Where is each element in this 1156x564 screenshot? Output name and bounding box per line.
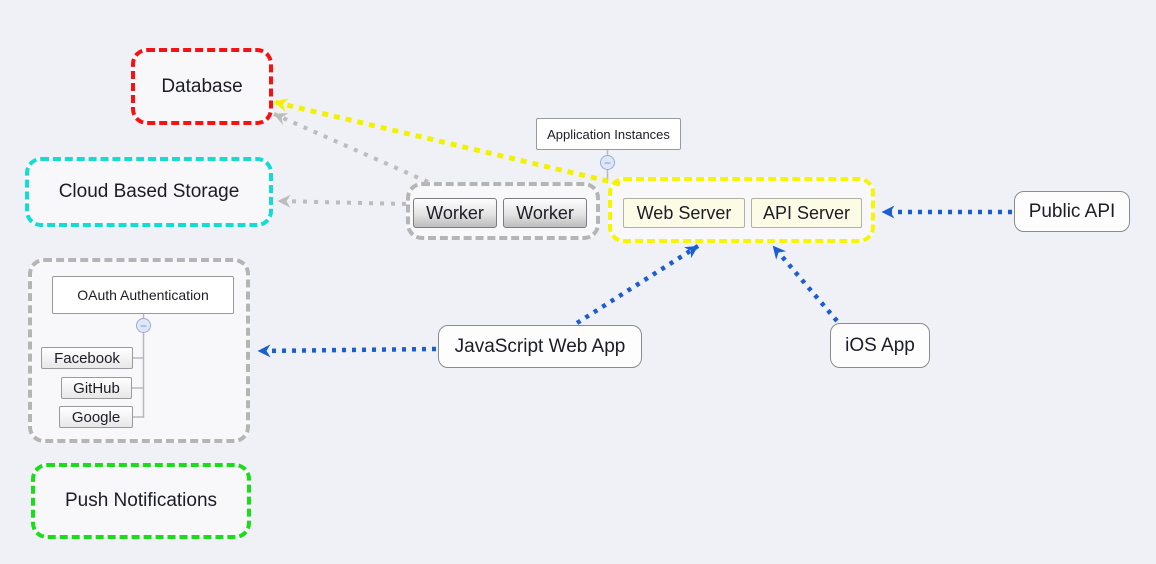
api-server-label: API Server — [762, 202, 851, 223]
oauth-authentication-label: OAuth Authentication — [77, 287, 209, 303]
database-node[interactable]: Database — [131, 48, 273, 125]
oauth-provider-google[interactable]: Google — [59, 406, 133, 428]
arrow-ios-app-to-api-server — [771, 244, 839, 323]
javascript-web-app-node[interactable]: JavaScript Web App — [438, 325, 642, 368]
worker-node-1[interactable]: Worker — [413, 198, 497, 228]
ios-app-label: iOS App — [845, 334, 915, 356]
push-notifications-label: Push Notifications — [64, 490, 218, 511]
worker-2-label: Worker — [516, 202, 574, 223]
arrow-js-app-to-oauth — [257, 344, 437, 358]
oauth-provider-facebook[interactable]: Facebook — [41, 347, 133, 369]
oauth-authentication-box[interactable]: OAuth Authentication — [52, 276, 234, 314]
github-label: GitHub — [73, 379, 120, 397]
ios-app-node[interactable]: iOS App — [830, 323, 930, 368]
arrow-js-app-to-web-server — [575, 244, 700, 325]
push-notifications-node[interactable]: Push Notifications — [31, 463, 251, 539]
application-instances-label: Application Instances — [547, 126, 670, 142]
arrow-workers-to-cloud-storage — [277, 194, 407, 208]
javascript-web-app-label: JavaScript Web App — [454, 335, 626, 357]
web-server-node[interactable]: Web Server — [623, 198, 745, 228]
api-server-node[interactable]: API Server — [751, 198, 862, 228]
google-label: Google — [71, 408, 121, 426]
oauth-provider-github[interactable]: GitHub — [61, 377, 132, 399]
web-server-label: Web Server — [636, 202, 732, 223]
public-api-node[interactable]: Public API — [1014, 191, 1130, 232]
cloud-storage-label: Cloud Based Storage — [58, 181, 240, 202]
cloud-storage-node[interactable]: Cloud Based Storage — [25, 157, 273, 227]
database-label: Database — [161, 75, 243, 97]
minus-glyph: − — [603, 155, 611, 170]
worker-node-2[interactable]: Worker — [503, 198, 587, 228]
arrow-workers-to-database — [273, 112, 429, 184]
oauth-collapse-toggle-icon[interactable]: − — [136, 318, 151, 333]
minus-glyph: − — [139, 318, 147, 333]
app-instances-collapse-toggle-icon[interactable]: − — [600, 155, 615, 170]
public-api-label: Public API — [1028, 200, 1116, 222]
application-instances-box[interactable]: Application Instances — [536, 118, 681, 150]
facebook-label: Facebook — [54, 349, 120, 367]
worker-1-label: Worker — [426, 202, 484, 223]
